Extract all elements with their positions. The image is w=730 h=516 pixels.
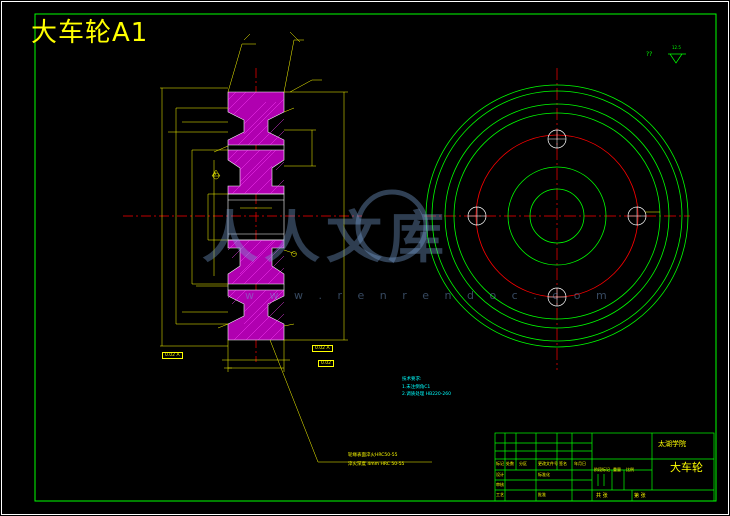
datum-label: A: [213, 172, 217, 177]
drawing-frame: [34, 13, 717, 502]
tolerance-frame-left: 0.02 A: [162, 352, 183, 359]
front-view: [424, 53, 690, 370]
tb-label-process: 工艺: [496, 492, 504, 497]
tb-label-weight: 重量: [613, 467, 621, 472]
section-view: [123, 31, 432, 463]
hatch-pattern: [227, 91, 285, 341]
side-leaders: [196, 107, 297, 329]
bore-outline: [227, 193, 285, 241]
roughness-symbol-icon: [668, 53, 686, 64]
part-name: 大车轮: [670, 461, 703, 474]
tb-label-mark: 标记: [496, 461, 504, 466]
tech-note-heading: 技术要求:: [402, 377, 422, 382]
hardness-note: 轮缘表面淬火HRC50-55: [348, 453, 398, 458]
tb-label-date: 年月日: [574, 461, 586, 466]
rim-circle-3: [444, 103, 670, 329]
tolerance-frame-small: 0.02: [318, 360, 335, 367]
rim-inner-circle: [453, 112, 661, 320]
tb-label-zone: 分区: [519, 461, 527, 466]
depth-note: 淬火深度 4mm HRC 50-55: [348, 462, 405, 467]
upper-web-section: [227, 149, 285, 195]
tb-label-design: 设计: [496, 472, 504, 477]
watermark-text: 人人文库: [202, 205, 450, 271]
right-dimensions: [284, 79, 348, 341]
tb-label-approve: 批准: [538, 492, 546, 497]
tb-label-sign: 签名: [559, 461, 567, 466]
tb-label-review: 审核: [496, 482, 504, 487]
rim-circle-2: [431, 90, 683, 342]
hole-crosshairs: [468, 130, 646, 306]
tb-label-stage: 阶段标记: [594, 467, 610, 472]
roughness-value: 12.5: [672, 45, 681, 50]
tb-sheet-no: 第 张: [634, 493, 646, 499]
tech-note-1: 1.未注倒角C1: [402, 385, 431, 390]
top-leaders: [227, 31, 304, 93]
hardness-leader: [269, 339, 432, 463]
tech-note-2: 2.调质处理 HB220-260: [402, 392, 451, 397]
hub-outer-circle: [507, 166, 607, 266]
datum-circle: [212, 172, 220, 180]
left-dimensions: [160, 87, 228, 347]
drawing-title: 大车轮A1: [31, 18, 149, 48]
company-name: 太湖学院: [658, 440, 686, 448]
datum-symbol: [211, 169, 221, 177]
title-block: [494, 432, 715, 502]
tb-label-count: 处数: [506, 461, 514, 466]
watermark-url: w w w . r e n r e n d o c . c o m: [245, 289, 613, 302]
tb-sheet-total: 共 张: [596, 493, 608, 499]
tb-label-scale: 比例: [626, 467, 634, 472]
bore-circle: [529, 188, 585, 244]
tolerance-frame-center: 0.02 A: [312, 345, 333, 352]
outer-rim-circle: [425, 84, 689, 348]
bottom-dimensions: [222, 207, 290, 372]
surface-finish-mark: ??: [646, 51, 653, 58]
tb-label-doc: 更改文件号: [538, 461, 558, 466]
tb-label-std: 标准化: [538, 472, 550, 477]
datum-circle-2: [291, 251, 297, 257]
